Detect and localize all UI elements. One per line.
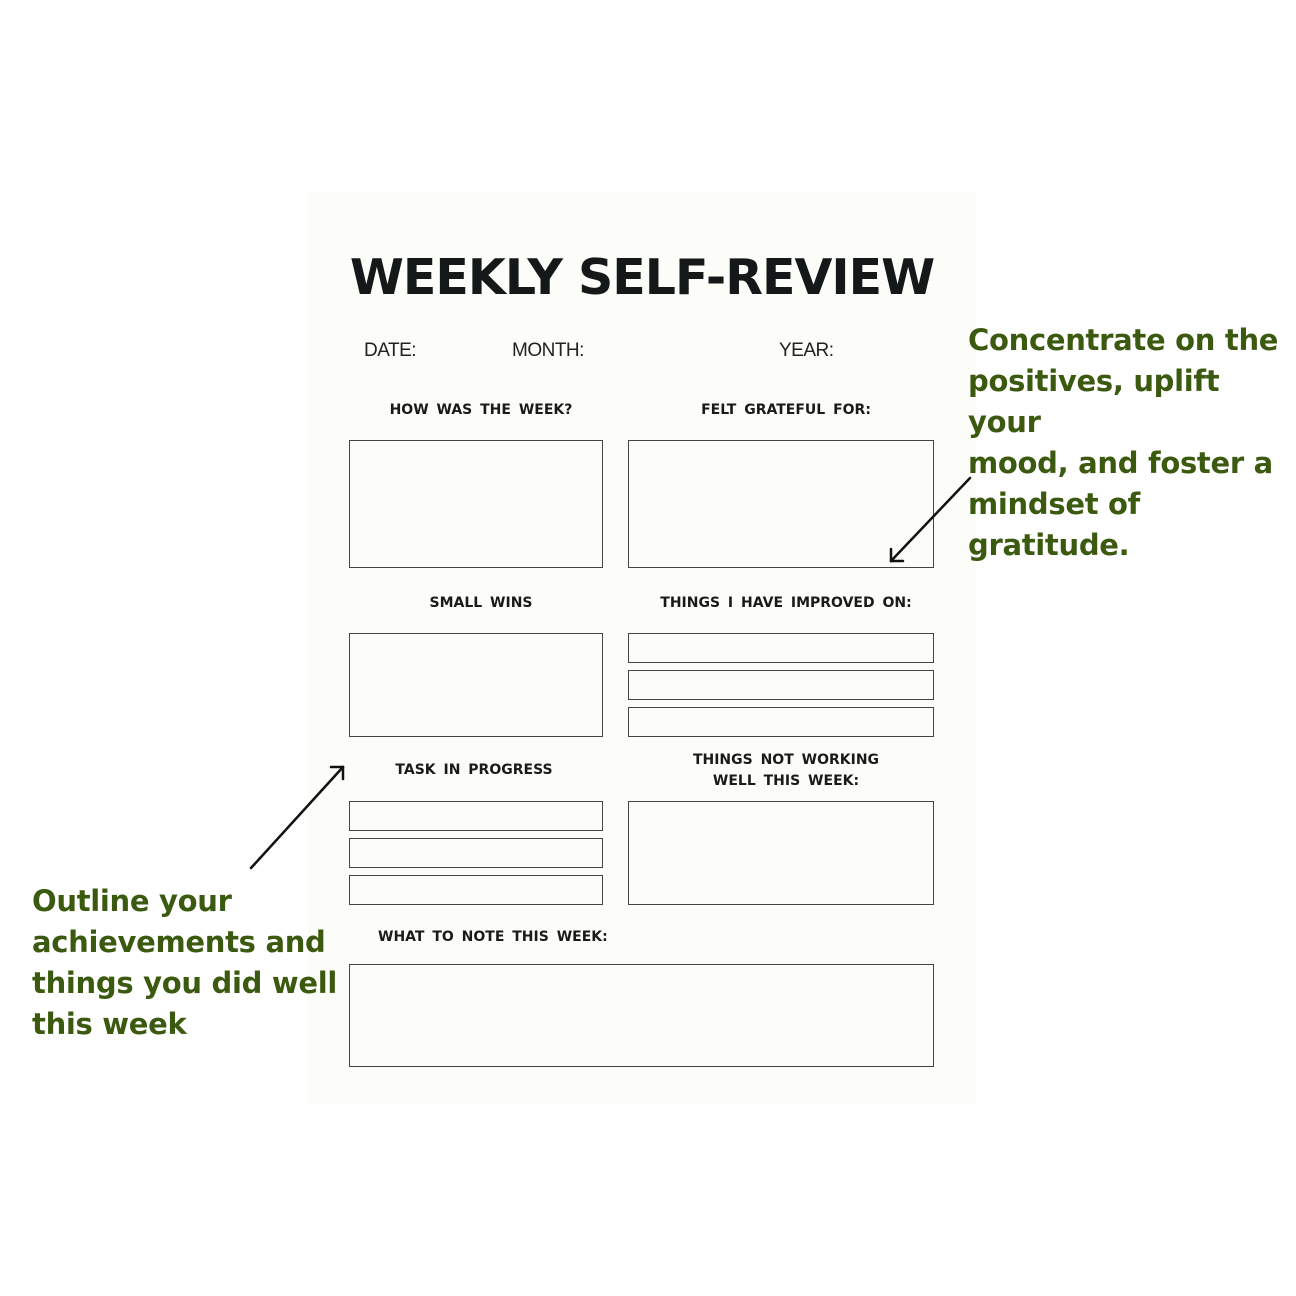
felt-grateful-heading: FELT GRATEFUL FOR: xyxy=(701,402,871,418)
not-working-heading-line-2: WELL THIS WEEK: xyxy=(712,773,860,789)
month-field-label: MONTH: xyxy=(512,340,584,361)
annotation-gratitude-line: Concentrate on the xyxy=(968,323,1279,357)
improved-on-heading: THINGS I HAVE IMPROVED ON: xyxy=(660,595,912,611)
date-field-label: DATE: xyxy=(364,340,417,361)
annotation-gratitude-line: mindset of gratitude. xyxy=(968,487,1140,562)
arrow-to-task-section-icon xyxy=(249,765,345,870)
improved-on-line[interactable] xyxy=(628,707,934,737)
annotation-gratitude-line: positives, uplift your xyxy=(968,364,1220,439)
task-in-progress-line[interactable] xyxy=(349,875,603,905)
worksheet-title: WEEKLY SELF-REVIEW xyxy=(349,249,935,306)
not-working-heading: THINGS NOT WORKING WELL THIS WEEK: xyxy=(629,750,943,792)
task-in-progress-line[interactable] xyxy=(349,801,603,831)
how-was-week-box[interactable] xyxy=(349,440,603,568)
annotation-gratitude: Concentrate on the positives, uplift you… xyxy=(968,320,1296,566)
not-working-heading-line-1: THINGS NOT WORKING xyxy=(692,752,880,768)
small-wins-heading: SMALL WINS xyxy=(429,595,533,611)
felt-grateful-box[interactable] xyxy=(628,440,934,568)
annotation-achievements-line: achievements and xyxy=(32,925,326,959)
annotation-achievements-line: things you did well xyxy=(32,966,337,1000)
annotation-gratitude-line: mood, and foster a xyxy=(968,446,1273,480)
improved-on-line[interactable] xyxy=(628,633,934,663)
note-this-week-box[interactable] xyxy=(349,964,934,1067)
arrow-to-grateful-box-icon xyxy=(889,476,972,563)
small-wins-box[interactable] xyxy=(349,633,603,737)
annotation-achievements-line: this week xyxy=(32,1007,187,1041)
task-in-progress-heading: TASK IN PROGRESS xyxy=(395,762,553,778)
note-this-week-heading: WHAT TO NOTE THIS WEEK: xyxy=(378,929,608,945)
not-working-box[interactable] xyxy=(628,801,934,905)
annotation-achievements: Outline your achievements and things you… xyxy=(32,881,337,1045)
improved-on-line[interactable] xyxy=(628,670,934,700)
how-was-week-heading: HOW WAS THE WEEK? xyxy=(389,402,573,418)
year-field-label: YEAR: xyxy=(779,340,834,361)
task-in-progress-line[interactable] xyxy=(349,838,603,868)
annotation-achievements-line: Outline your xyxy=(32,884,232,918)
